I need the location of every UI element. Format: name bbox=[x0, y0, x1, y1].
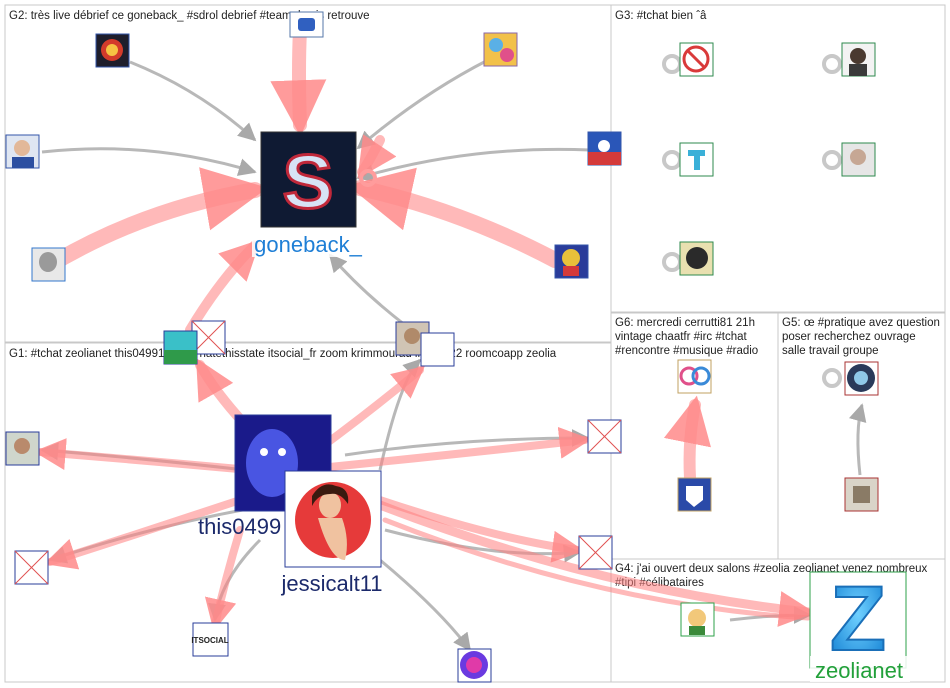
rings-logo-avatar[interactable] bbox=[677, 359, 712, 394]
group-label-g5-line3: salle travail groupe bbox=[782, 345, 879, 357]
man-icon bbox=[14, 438, 30, 454]
self-loop-goneback bbox=[359, 169, 377, 187]
route66-avatar[interactable] bbox=[677, 477, 712, 512]
self-loop-2 bbox=[822, 54, 842, 74]
tt-logo-avatar[interactable] bbox=[457, 648, 492, 683]
edge-g1-goneback bbox=[328, 253, 406, 327]
self-loop-1 bbox=[662, 54, 682, 74]
old-man-icon bbox=[850, 149, 866, 165]
group-label-g6-line1: G6: mercredi cerrutti81 21h bbox=[615, 317, 755, 329]
person-avatar[interactable] bbox=[5, 134, 40, 169]
flag-avatar[interactable] bbox=[587, 131, 622, 166]
self-loop-6 bbox=[822, 368, 842, 388]
lion-avatar[interactable] bbox=[95, 33, 130, 68]
group-label-g6-line3: #rencontre #musique #radio bbox=[615, 345, 758, 357]
logo-icon bbox=[298, 18, 315, 31]
tchat-logo-avatar[interactable] bbox=[679, 42, 714, 77]
group-box-g4 bbox=[610, 558, 946, 683]
group-label-g3: G3: #tchat bien ˆâ bbox=[615, 10, 707, 22]
group-box-g3 bbox=[610, 4, 946, 313]
broken-image-avatar-mid[interactable] bbox=[578, 535, 613, 570]
broken-image-avatar[interactable] bbox=[14, 550, 49, 585]
zeolianet-avatar[interactable]: Z bbox=[809, 567, 907, 671]
bu-logo-avatar[interactable] bbox=[844, 361, 879, 396]
emoji-icon bbox=[688, 609, 706, 627]
itsocial-logo-icon: ITSOCIAL bbox=[191, 636, 228, 645]
g1-cyan-avatar[interactable] bbox=[163, 330, 198, 365]
g3-old-man-avatar[interactable] bbox=[841, 142, 876, 177]
group-label-g1: G1: #tchat zeolianet this0499154500 hate… bbox=[9, 348, 557, 360]
cyan-logo-icon bbox=[164, 350, 197, 364]
flag-icon bbox=[588, 152, 621, 165]
self-loop-3 bbox=[662, 150, 682, 170]
group-label-g5-line2: poser recherchez ouvrage bbox=[782, 331, 916, 343]
mascot-avatar[interactable] bbox=[554, 244, 589, 279]
edge-g6-red bbox=[663, 395, 712, 484]
sketch-icon bbox=[39, 252, 57, 272]
group-label-g2: G2: très live débrief ce goneback_ #sdro… bbox=[9, 10, 370, 22]
g3-logo-avatar[interactable] bbox=[679, 142, 714, 177]
person-icon bbox=[14, 140, 30, 156]
self-loop-5 bbox=[662, 252, 682, 272]
pixel-logo-icon bbox=[688, 150, 705, 156]
edge-lion-goneback bbox=[129, 60, 257, 142]
edge-this-itsocial-red bbox=[204, 526, 244, 632]
g1-white-avatar[interactable] bbox=[420, 332, 455, 367]
group-boxes bbox=[4, 4, 946, 683]
zeolianet-label: zeolianet bbox=[815, 658, 903, 683]
broken-image-avatar-right[interactable] bbox=[587, 419, 622, 454]
jessica-avatar[interactable] bbox=[284, 470, 382, 568]
self-loop-4 bbox=[822, 150, 842, 170]
letter-z-logo-icon: Z bbox=[830, 568, 886, 670]
goneback-avatar[interactable]: S bbox=[260, 131, 357, 228]
group-label-g6-line2: vintage chaatfr #irc #tchat bbox=[615, 331, 747, 343]
jessica-label: jessicalt11 bbox=[280, 571, 382, 596]
edge-mascot-goneback bbox=[347, 167, 563, 268]
edge-logo-goneback bbox=[270, 23, 327, 137]
g1-man-avatar[interactable] bbox=[5, 431, 40, 466]
edge-art-goneback bbox=[356, 58, 489, 150]
edge-this-broken-right bbox=[344, 429, 590, 457]
edge-this-person-red bbox=[33, 438, 254, 474]
g5-street-avatar[interactable] bbox=[844, 477, 879, 512]
edge-jessica-zeolianet-red bbox=[375, 500, 816, 627]
rings-logo-icon bbox=[679, 366, 699, 386]
group-label-g5-line1: G5: œ #pratique avez question bbox=[782, 317, 940, 329]
tchat-logo-icon bbox=[682, 45, 710, 73]
edge-jessica-broken-red bbox=[376, 496, 585, 563]
edge-flag-goneback-red bbox=[357, 134, 397, 179]
goneback-label: goneback_ bbox=[254, 232, 362, 257]
colorful-art-avatar[interactable] bbox=[483, 32, 518, 67]
edge-flag-goneback bbox=[356, 147, 591, 183]
cap-man-icon bbox=[404, 328, 420, 344]
edge-this-broken-left-red bbox=[43, 491, 259, 570]
mascot-icon bbox=[562, 249, 580, 267]
sketch-avatar[interactable] bbox=[31, 247, 66, 282]
red-edges bbox=[33, 23, 816, 632]
edge-this-broken-right-red bbox=[296, 426, 592, 474]
edge-g1-goneback-red bbox=[185, 239, 261, 335]
art-icon bbox=[489, 38, 503, 52]
edge-jessica-zeolianet-red-2 bbox=[382, 517, 811, 621]
silhouette-icon bbox=[686, 247, 708, 269]
small-logo-avatar[interactable] bbox=[289, 11, 324, 38]
g4-emoji-avatar[interactable] bbox=[680, 602, 715, 637]
edge-person-goneback bbox=[41, 147, 257, 176]
edge-g5 bbox=[848, 403, 867, 476]
g3-silhouette-avatar[interactable] bbox=[679, 241, 714, 276]
edge-jessica-tt bbox=[379, 558, 472, 652]
stylized-s-logo-icon: S bbox=[283, 140, 334, 225]
man-icon bbox=[850, 48, 866, 64]
this049-label: this0499 bbox=[198, 514, 281, 539]
itsocial-avatar[interactable]: ITSOCIAL bbox=[191, 622, 229, 657]
street-icon bbox=[853, 486, 870, 503]
route66-icon bbox=[686, 486, 703, 507]
g3-man-avatar[interactable] bbox=[841, 42, 876, 77]
edge-sketch-goneback bbox=[37, 167, 268, 276]
